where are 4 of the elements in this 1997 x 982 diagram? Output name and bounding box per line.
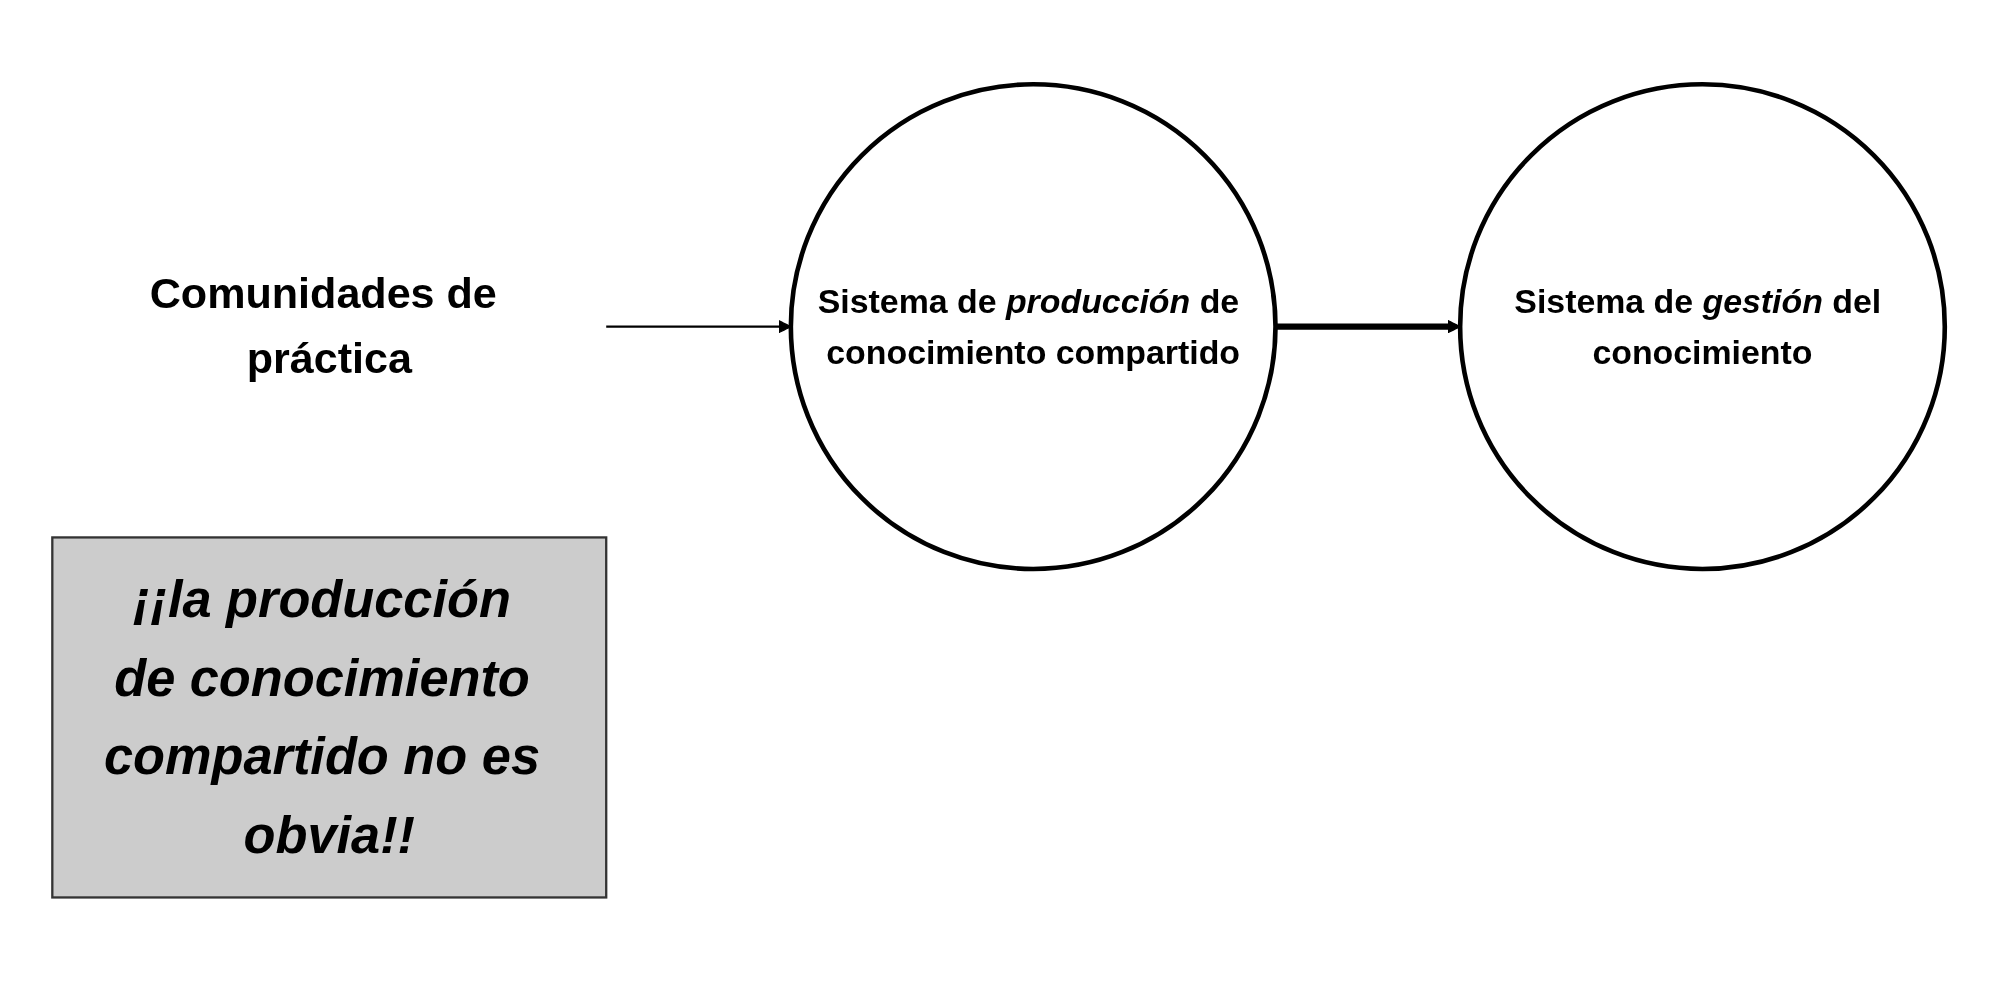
node-circle: Sistema de producción de conocimiento compartido	[788, 82, 1278, 572]
node-box: ¡¡la producción de conocimiento compartido no es obvia!!	[51, 536, 608, 899]
node-circle: Sistema de gestión del conocimiento	[1457, 82, 1948, 572]
node-text: Comunidades de práctica	[149, 269, 497, 383]
